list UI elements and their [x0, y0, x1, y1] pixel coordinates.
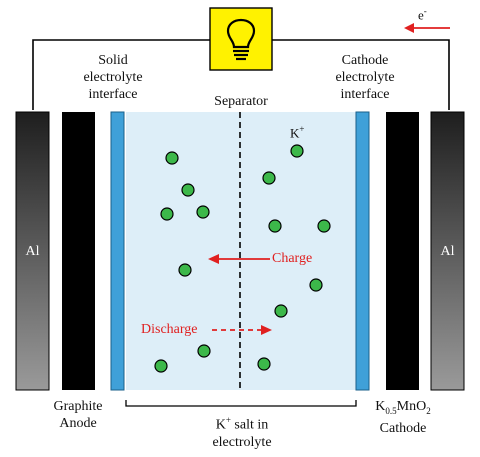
ion-dot [290, 144, 304, 158]
al-collector-right [430, 111, 465, 391]
ion-dot [196, 205, 210, 219]
al-label-right: Al [431, 243, 464, 260]
electrolyte-label-line1: K+ salt in [192, 412, 292, 434]
cathode-k-sub: 0.5 [385, 405, 397, 416]
cathode-mno: MnO [396, 399, 427, 414]
sei-label-line1: Solid [98, 53, 128, 68]
charge-label: Charge [272, 250, 312, 267]
cathode-formula: K0.5MnO2 [358, 398, 448, 420]
ion-dot [257, 357, 271, 371]
discharge-text: Discharge [141, 322, 198, 337]
discharge-label: Discharge [141, 321, 198, 338]
al-right-text: Al [440, 244, 455, 259]
ion-symbol: K [290, 125, 300, 141]
sei-label-line3: interface [88, 87, 138, 102]
electrolyte-label-line2: electrolyte [212, 434, 272, 450]
sei-label-line2: electrolyte [83, 70, 143, 85]
separator-label-text: Separator [214, 94, 268, 109]
ion-dot [274, 304, 288, 318]
electron-symbol: e [418, 7, 424, 23]
cei-label-line3: interface [340, 87, 390, 102]
electrolyte-bracket [125, 400, 357, 407]
electron-label: e- [418, 6, 427, 23]
al-left-text: Al [25, 244, 40, 259]
ion-dot [317, 219, 331, 233]
potassium-ions [154, 144, 331, 373]
solid-electrolyte-interface [110, 111, 125, 391]
separator-label: Separator [196, 93, 286, 110]
electrolyte-label: K+ salt in electrolyte [192, 412, 292, 451]
cei-label-line1: Cathode [341, 53, 389, 68]
al-label-left: Al [16, 243, 49, 260]
ion-dot [197, 344, 211, 358]
cathode-k: K [375, 399, 386, 414]
electrolyte-region [126, 112, 356, 390]
ion-dot [160, 207, 174, 221]
salt-rest: salt in [230, 417, 269, 433]
ion-dot [178, 263, 192, 277]
ion-charge: + [299, 124, 305, 134]
bulb-box [209, 7, 273, 71]
cei-label: Cathode electrolyte interface [323, 52, 407, 103]
salt-charge: + [225, 415, 231, 425]
cathode-electrolyte-interface [355, 111, 370, 391]
al-collector-left [15, 111, 50, 391]
charge-text: Charge [272, 251, 313, 266]
ion-dot [268, 219, 282, 233]
ion-dot [154, 359, 168, 373]
electron-arrow [404, 23, 450, 33]
graphite-anode [62, 112, 95, 390]
anode-label-line2: Anode [59, 416, 97, 431]
anode-label-line1: Graphite [53, 399, 103, 414]
cathode-label: K0.5MnO2 Cathode [358, 398, 448, 437]
cathode-label-line2: Cathode [379, 420, 427, 436]
lightbulb-icon [226, 18, 256, 61]
salt-symbol: K [215, 417, 226, 433]
cei-label-line2: electrolyte [335, 70, 395, 85]
sei-label: Solid electrolyte interface [72, 52, 154, 103]
ion-dot [262, 171, 276, 185]
electron-charge: - [423, 6, 427, 16]
cathode-electrode [386, 112, 419, 390]
charge-arrow [208, 254, 270, 264]
cathode-o-sub: 2 [426, 405, 431, 416]
ion-dot [309, 278, 323, 292]
ion-dot [181, 183, 195, 197]
discharge-arrow [212, 325, 272, 335]
ion-dot [165, 151, 179, 165]
ion-label: K+ [290, 124, 304, 141]
anode-label: Graphite Anode [40, 398, 116, 432]
